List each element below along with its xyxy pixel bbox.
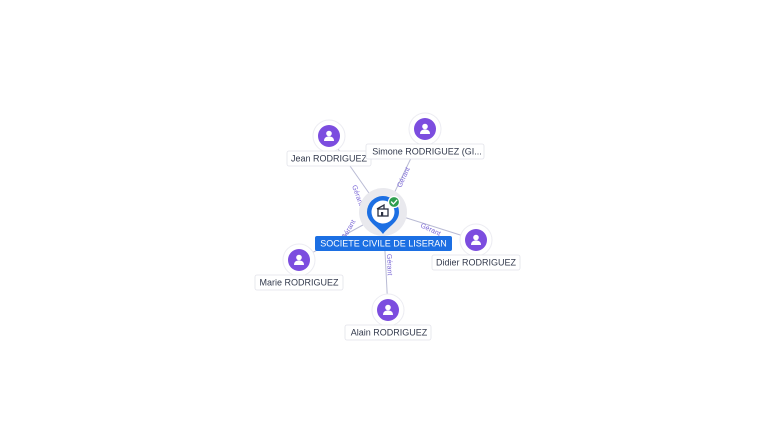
person-name-marie: Marie RODRIGUEZ	[259, 278, 339, 288]
person-node-didier[interactable]: Didier RODRIGUEZ	[431, 223, 521, 271]
person-node-alain[interactable]: Alain RODRIGUEZ	[344, 293, 432, 341]
company-name: SOCIETE CIVILE DE LISERAN	[320, 239, 447, 249]
person-name-alain: Alain RODRIGUEZ	[351, 328, 428, 338]
edge-label-didier: Gérant	[419, 222, 441, 237]
person-icon	[383, 304, 393, 315]
person-icon	[294, 254, 304, 265]
company-label-box	[315, 236, 452, 251]
person-name-jean: Jean RODRIGUEZ	[291, 154, 368, 164]
person-icon	[324, 130, 334, 141]
person-icon	[471, 234, 481, 245]
edge-label-alain: Gérant	[385, 254, 393, 276]
person-node-jean[interactable]: Jean RODRIGUEZ	[286, 119, 372, 167]
person-name-didier: Didier RODRIGUEZ	[436, 258, 517, 268]
verified-check-icon	[387, 195, 401, 209]
person-node-marie[interactable]: Marie RODRIGUEZ	[254, 243, 344, 291]
edge-label-simone: Gérant	[396, 166, 411, 188]
person-icon	[420, 123, 430, 134]
building-icon	[376, 203, 389, 217]
person-name-simone: Simone RODRIGUEZ (GI...	[372, 147, 482, 157]
person-node-simone[interactable]: Simone RODRIGUEZ (GI...	[365, 112, 485, 160]
company-node[interactable]: SOCIETE CIVILE DE LISERAN	[315, 188, 452, 251]
